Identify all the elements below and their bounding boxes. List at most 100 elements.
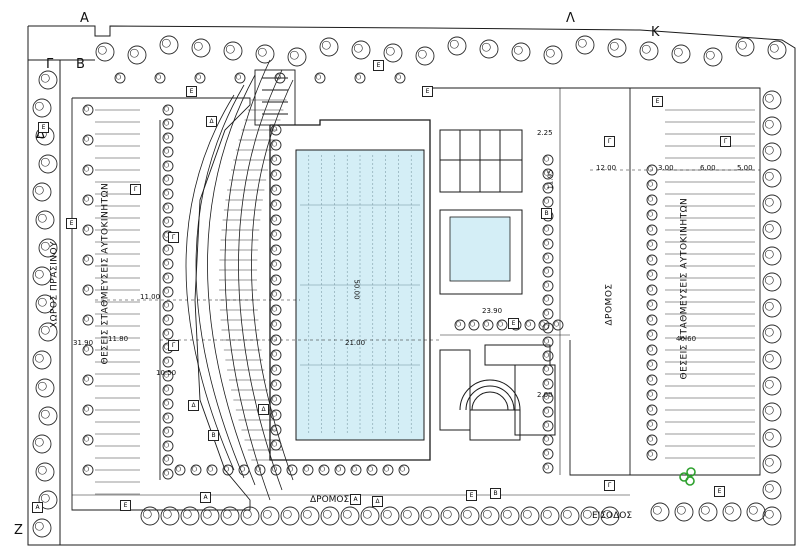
tree [600, 506, 620, 526]
dim-2390: 23.90 [482, 307, 503, 315]
tree [35, 294, 55, 314]
zone-marker: Α [350, 494, 361, 505]
tree [500, 506, 520, 526]
parking-stalls-right [665, 109, 755, 459]
tree [762, 116, 782, 136]
tree [646, 314, 658, 326]
tree [646, 194, 658, 206]
tree [646, 389, 658, 401]
tree [162, 216, 174, 228]
diving-pool [449, 216, 511, 282]
tree [270, 289, 282, 301]
zone-marker: Ε [120, 500, 131, 511]
tree [762, 350, 782, 370]
tree [162, 370, 174, 382]
dim-1050: 10.50 [156, 369, 177, 377]
entrance-label: ΕΙΣΟΔΟΣ [592, 511, 633, 521]
tree [762, 220, 782, 240]
dim-225: 2.25 [537, 129, 553, 137]
tree [646, 269, 658, 281]
tree [360, 506, 380, 526]
tree [127, 45, 147, 65]
tree [220, 506, 240, 526]
tree [260, 506, 280, 526]
tree [762, 454, 782, 474]
tree [38, 406, 58, 426]
green-shrub [679, 467, 696, 486]
tree [762, 272, 782, 292]
tree [762, 90, 782, 110]
tree [520, 506, 540, 526]
tree [162, 314, 174, 326]
tree [35, 378, 55, 398]
diving-pool-deck [439, 209, 523, 295]
tree [762, 506, 782, 526]
tree [650, 502, 670, 522]
tree [394, 72, 406, 84]
tree [646, 179, 658, 191]
trees [32, 35, 787, 538]
tree [762, 324, 782, 344]
zone-marker: Β [490, 488, 501, 499]
tree [32, 266, 52, 286]
tree [35, 462, 55, 482]
tree [270, 274, 282, 286]
tree [480, 506, 500, 526]
tree [542, 434, 554, 446]
zone-marker: Γ [720, 136, 731, 147]
tree [270, 349, 282, 361]
tree [32, 98, 52, 118]
tree [270, 319, 282, 331]
tree [646, 329, 658, 341]
tree [162, 244, 174, 256]
tree [646, 374, 658, 386]
grandstand-rows [219, 99, 287, 461]
parking-stalls-left [95, 109, 140, 495]
tree [560, 506, 580, 526]
tree [280, 506, 300, 526]
zone-marker: Ε [714, 486, 725, 497]
tree [354, 72, 366, 84]
tree [162, 258, 174, 270]
tree [524, 319, 536, 331]
corner-label-z: Ζ [14, 523, 23, 538]
tree [479, 39, 499, 59]
tree [383, 43, 403, 63]
tree [162, 174, 174, 186]
dim-3190: 31.90 [73, 339, 94, 347]
dim-1195: 11.95 [546, 169, 555, 190]
tree [240, 506, 260, 526]
zone-marker: Α [32, 502, 43, 513]
tree [607, 38, 627, 58]
tree [270, 439, 282, 451]
zone-marker: Ε [66, 218, 77, 229]
parking-right-label: ΘΕΣΕΙΣ ΣΤΑΘΜΕΥΣΕΙΣ ΑΥΤΟΚΙΝΗΤΩΝ [679, 197, 690, 380]
tree [270, 364, 282, 376]
tree [542, 308, 554, 320]
tree [646, 404, 658, 416]
tree [703, 47, 723, 67]
tree [270, 334, 282, 346]
tree [82, 464, 94, 476]
tree [646, 209, 658, 221]
tree [542, 336, 554, 348]
tree [722, 502, 742, 522]
tree [698, 502, 718, 522]
tree [95, 42, 115, 62]
tree [162, 160, 174, 172]
site-boundary [27, 25, 796, 546]
tree [538, 319, 550, 331]
tree [82, 434, 94, 446]
tree [334, 464, 346, 476]
tree [238, 464, 250, 476]
tree [454, 319, 466, 331]
tree [162, 272, 174, 284]
tree [762, 246, 782, 266]
corner-label-b: Β [76, 57, 85, 72]
tree [542, 252, 554, 264]
tree [82, 254, 94, 266]
tree [646, 434, 658, 446]
tree [38, 70, 58, 90]
dim-4060: 40.60 [676, 335, 697, 343]
tree [762, 480, 782, 500]
